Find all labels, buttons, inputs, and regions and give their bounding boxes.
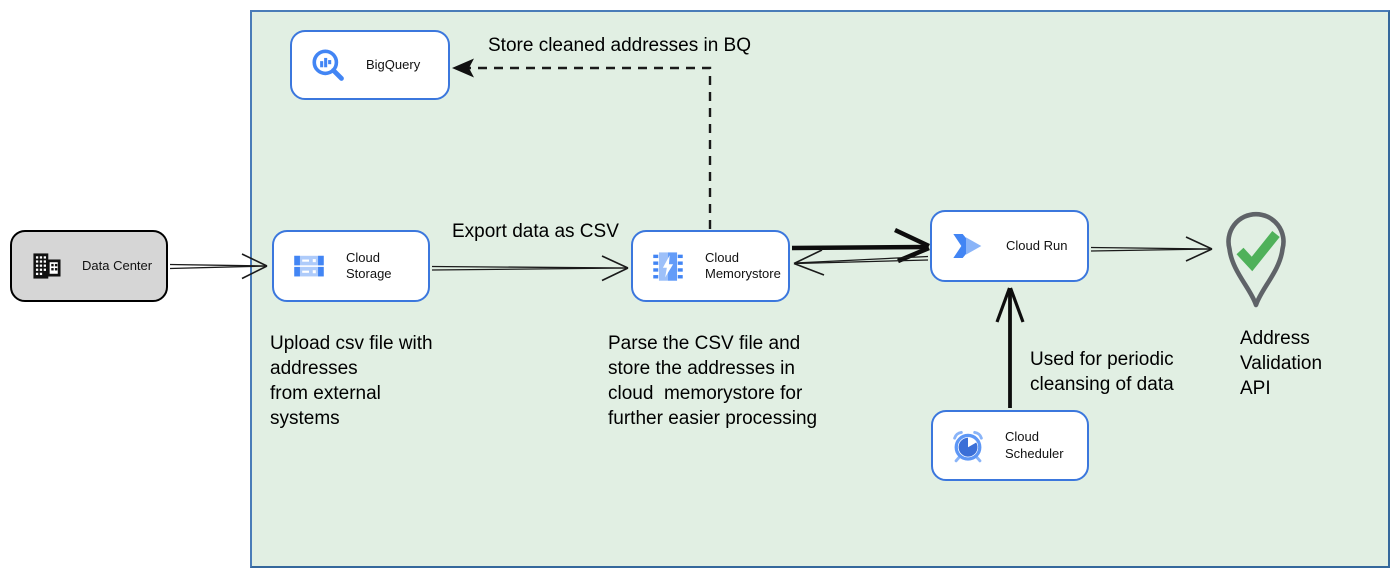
gcp-boundary-box [250, 10, 1390, 568]
node-cloud-storage[interactable]: Cloud Storage [272, 230, 430, 302]
note-export-csv: Export data as CSV [452, 221, 619, 242]
address-validation-label: Address Validation API [1240, 328, 1323, 399]
node-label: Cloud Scheduler [1005, 429, 1064, 461]
note-upload-csv: Upload csv file with addresses from exte… [270, 333, 433, 429]
node-label: Data Center [82, 257, 153, 273]
map-pin-check-icon [1226, 211, 1286, 308]
cloud-scheduler-icon [953, 430, 983, 462]
note-store-cleaned-bq: Store cleaned addresses in BQ [488, 35, 751, 56]
building-icon [33, 253, 61, 279]
note-periodic-cleansing: Used for periodic cleansing of data [1030, 349, 1174, 395]
node-label: Cloud Run [1006, 237, 1068, 253]
node-address-validation-api[interactable] [1220, 208, 1292, 310]
bigquery-icon [312, 49, 344, 81]
note-parse-csv: Parse the CSV file and store the address… [608, 333, 818, 429]
node-cloud-scheduler[interactable]: Cloud Scheduler [931, 410, 1089, 481]
node-bigquery[interactable]: BigQuery [290, 30, 450, 100]
node-cloud-memorystore[interactable]: Cloud Memorystore [631, 230, 790, 302]
cloud-storage-icon [294, 255, 324, 277]
node-label: BigQuery [366, 56, 421, 72]
node-label: Cloud Storage [346, 249, 392, 281]
cloud-run-icon [953, 234, 982, 258]
node-data-center[interactable]: Data Center [10, 230, 168, 302]
node-label: Cloud Memorystore [705, 249, 781, 281]
node-cloud-run[interactable]: Cloud Run [930, 210, 1089, 282]
memorystore-icon [653, 252, 683, 281]
